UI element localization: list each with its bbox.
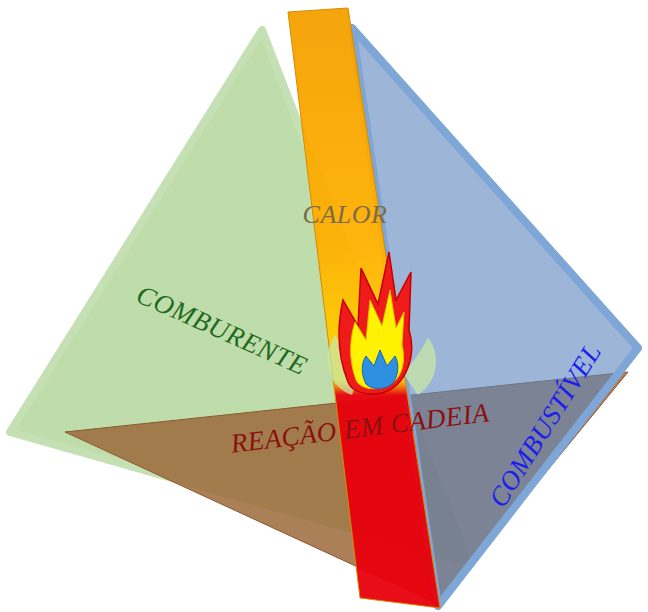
element-label: CALOR <box>303 200 388 230</box>
label-holder: CALOR <box>303 200 388 230</box>
